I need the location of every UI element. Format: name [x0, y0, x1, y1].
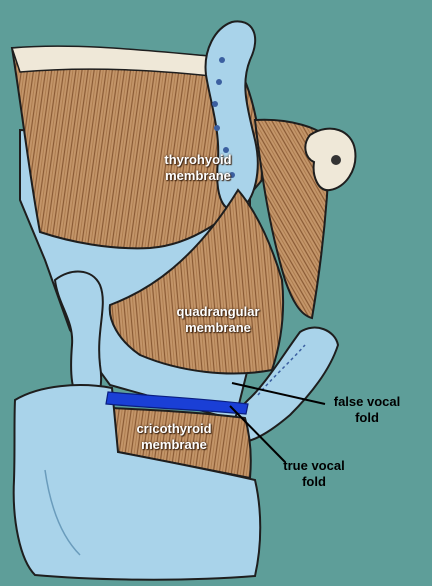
cricoid-cartilage [12, 384, 262, 581]
thyrohyoid-line-2: membrane [165, 168, 231, 183]
true-vocal-fold-pointer [229, 405, 286, 463]
false-vocal-fold-line-2: fold [355, 410, 379, 425]
true-vocal-fold-line-1: true vocal [283, 458, 345, 473]
vocal-ligament [105, 391, 249, 415]
thyrohyoid-line-1: thyrohyoid [164, 152, 232, 167]
cricothyroid-membrane-label: cricothyroid membrane [124, 421, 224, 453]
true-vocal-fold-label: true vocal fold [274, 458, 354, 490]
cartilage-knob [304, 127, 357, 192]
true-vocal-fold-line-2: fold [302, 474, 326, 489]
quadrangular-line-2: membrane [185, 320, 251, 335]
quadrangular-line-1: quadrangular [176, 304, 260, 319]
quadrangular-membrane-shape [108, 188, 285, 375]
thyrohyoid-membrane-label: thyrohyoid membrane [138, 152, 258, 184]
quadrangular-membrane-label: quadrangular membrane [158, 304, 278, 336]
false-vocal-fold-line-1: false vocal [333, 394, 401, 409]
false-vocal-fold-pointer [231, 382, 326, 405]
cricothyroid-line-1: cricothyroid [136, 421, 212, 436]
cricothyroid-line-2: membrane [141, 437, 207, 452]
false-vocal-fold-label: false vocal fold [322, 394, 412, 426]
